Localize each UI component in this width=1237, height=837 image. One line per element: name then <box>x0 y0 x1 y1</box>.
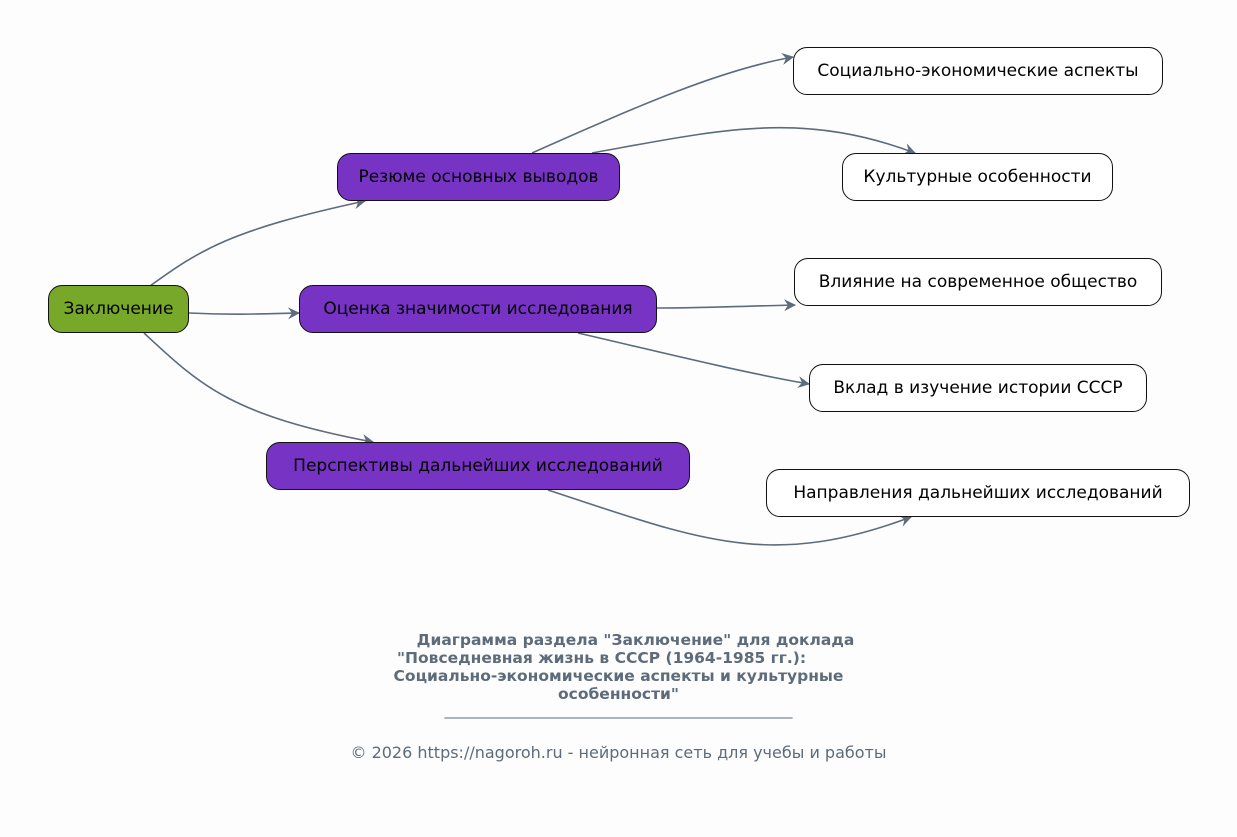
edge-summary-socioeconomic <box>531 53 794 154</box>
edge-root-summary <box>149 197 366 287</box>
edge-root-prospects <box>143 332 374 446</box>
node-leaf-contribution-label: Вклад в изучение истории СССР <box>833 378 1123 398</box>
edge-evaluation-contribution <box>577 332 810 389</box>
node-leaf-cultural[interactable]: Культурные особенности <box>842 153 1113 201</box>
node-branch-summary-label: Резюме основных выводов <box>358 167 599 187</box>
node-root-label: Заключение <box>63 299 174 319</box>
node-leaf-socioeconomic-label: Социально-экономические аспекты <box>817 61 1139 81</box>
node-leaf-cultural-label: Культурные особенности <box>863 167 1092 187</box>
node-root[interactable]: Заключение <box>48 285 189 333</box>
title-line-4: особенности" <box>558 685 679 703</box>
footer-copyright: © 2026 https://nagoroh.ru - нейронная се… <box>350 743 887 762</box>
caption-divider: ________________________________________… <box>444 703 793 719</box>
node-leaf-contribution[interactable]: Вклад в изучение истории СССР <box>809 364 1147 412</box>
node-branch-prospects[interactable]: Перспективы дальнейших исследований <box>266 442 690 490</box>
edge-prospects-directions <box>547 489 912 546</box>
node-leaf-directions-label: Направления дальнейших исследований <box>793 483 1163 503</box>
node-branch-evaluation-label: Оценка значимости исследования <box>323 299 633 319</box>
edge-summary-cultural <box>591 126 916 155</box>
node-leaf-socioeconomic[interactable]: Социально-экономические аспекты <box>793 47 1163 95</box>
title-line-1: Диаграмма раздела "Заключение" для докла… <box>416 631 855 649</box>
node-branch-prospects-label: Перспективы дальнейших исследований <box>293 456 663 476</box>
title-line-2: "Повседневная жизнь в СССР (1964-1985 гг… <box>396 649 807 667</box>
node-leaf-influence-label: Влияние на современное общество <box>818 272 1138 292</box>
diagram-title: Диаграмма раздела "Заключение" для докла… <box>0 631 1237 703</box>
node-branch-evaluation[interactable]: Оценка значимости исследования <box>299 285 657 333</box>
edge-evaluation-influence <box>656 299 796 312</box>
edge-root-evaluation <box>188 307 300 320</box>
node-leaf-influence[interactable]: Влияние на современное общество <box>794 258 1162 306</box>
title-line-3: Социально-экономические аспекты и культу… <box>393 667 844 685</box>
node-leaf-directions[interactable]: Направления дальнейших исследований <box>766 469 1190 517</box>
node-branch-summary[interactable]: Резюме основных выводов <box>337 153 620 201</box>
